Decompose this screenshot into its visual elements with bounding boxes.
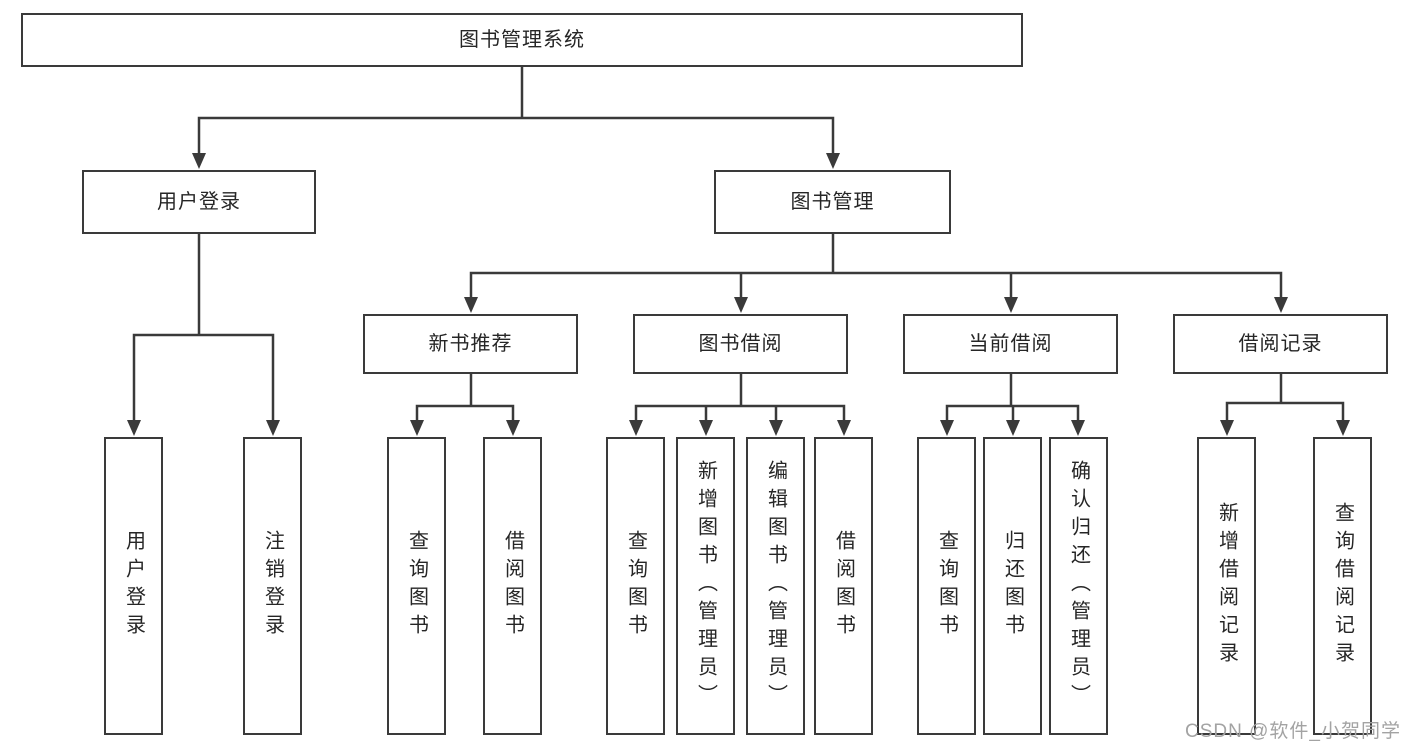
node-label: 注销登录 [261,530,284,642]
node-label: 当前借阅 [968,333,1053,355]
node-label: 借阅记录 [1238,333,1323,355]
node-label: 借阅图书 [501,530,524,642]
csdn-watermark: CSDN @软件_小贺同学 [1185,721,1401,742]
leaf-user-login: 用户登录 [104,437,163,735]
node-label: 编辑图书（管理员） [764,460,787,712]
leaf-return-books: 归还图书 [983,437,1042,735]
leaf-query-books-2: 查询图书 [606,437,665,735]
node-label: 新书推荐 [428,333,513,355]
node-borrowing-records: 借阅记录 [1173,314,1388,374]
leaf-borrow-books-2: 借阅图书 [814,437,873,735]
node-new-book-recommend: 新书推荐 [363,314,578,374]
leaf-add-borrow-record: 新增借阅记录 [1197,437,1256,735]
node-label: 新增图书（管理员） [694,460,717,712]
node-label: 新增借阅记录 [1215,502,1238,670]
node-label: 归还图书 [1001,530,1024,642]
node-label: 图书管理 [790,191,875,213]
node-label: 用户登录 [157,191,241,213]
node-user-login: 用户登录 [82,170,316,234]
node-label: 查询图书 [624,530,647,642]
node-label: 确认归还（管理员） [1067,460,1090,712]
node-label: 图书借阅 [698,333,783,355]
node-label: 查询图书 [935,530,958,642]
leaf-confirm-return-admin: 确认归还（管理员） [1049,437,1108,735]
node-label: 查询借阅记录 [1331,502,1354,670]
leaf-add-books-admin: 新增图书（管理员） [676,437,735,735]
node-label: 查询图书 [405,530,428,642]
leaf-borrow-books-1: 借阅图书 [483,437,542,735]
leaf-query-borrow-record: 查询借阅记录 [1313,437,1372,735]
leaf-query-books-3: 查询图书 [917,437,976,735]
leaf-edit-books-admin: 编辑图书（管理员） [746,437,805,735]
node-label: 用户登录 [122,530,145,642]
node-current-borrowing: 当前借阅 [903,314,1118,374]
node-label: 借阅图书 [832,530,855,642]
node-label: 图书管理系统 [459,29,585,51]
leaf-query-books-1: 查询图书 [387,437,446,735]
leaf-logout: 注销登录 [243,437,302,735]
node-library-management-system: 图书管理系统 [21,13,1023,67]
node-book-management: 图书管理 [714,170,951,234]
node-book-borrowing: 图书借阅 [633,314,848,374]
